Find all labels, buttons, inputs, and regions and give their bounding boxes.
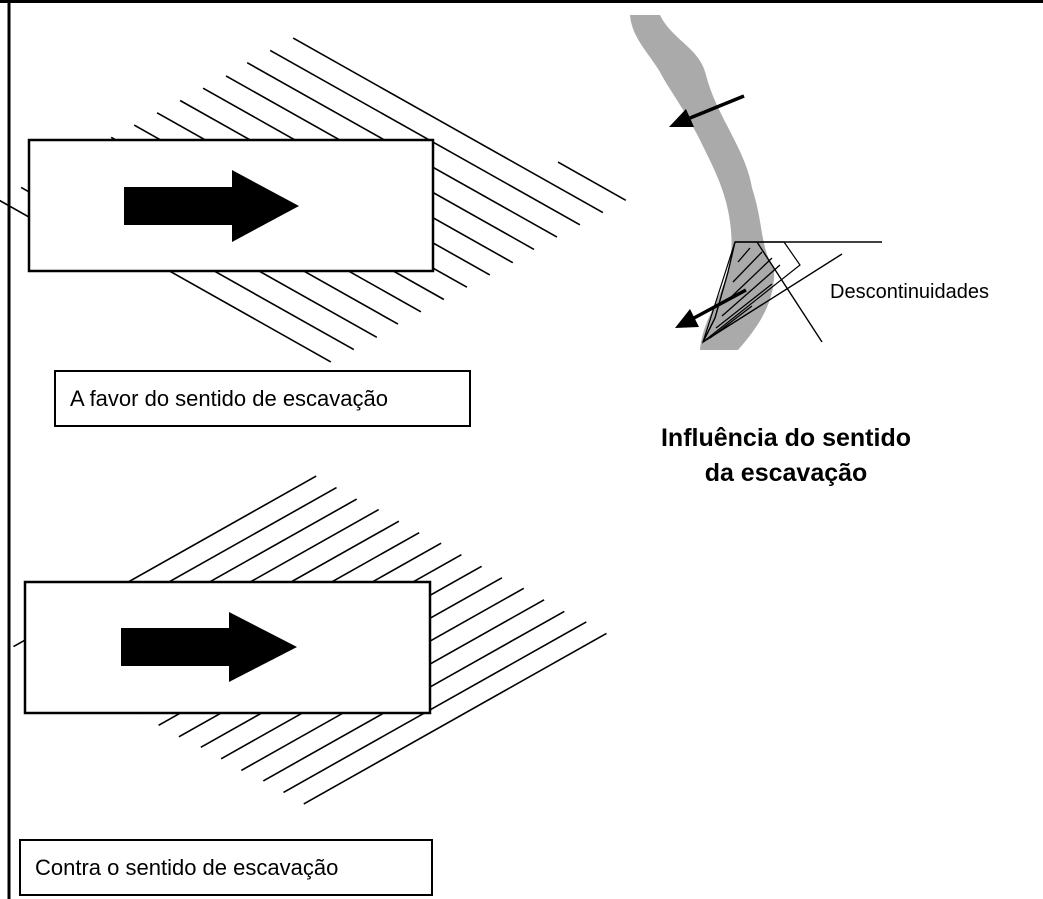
discontinuity-trace (292, 37, 604, 214)
wedge-hatch-line (709, 305, 753, 339)
arrow-down-left-icon (675, 288, 747, 328)
discontinuity-trace (283, 621, 587, 794)
title-line-1: Influência do sentido (660, 424, 911, 452)
figure-title: Influência do sentido da escavação (606, 421, 966, 491)
caption-unfavorable-text: Contra o sentido de escavação (35, 854, 339, 880)
face-section-sketch (630, 15, 882, 350)
sliding-wedge (709, 247, 781, 339)
arrow-right-icon (121, 612, 297, 682)
arrow-down-left-icon (669, 94, 745, 127)
discontinuity-line-inclined (702, 253, 843, 343)
caption-favorable: A favor do sentido de escavação (54, 370, 471, 427)
discontinuity-trace (557, 161, 627, 201)
wedge-hatch-line (721, 264, 781, 317)
arrow-right-icon (124, 170, 299, 242)
wedge-hatch-line (732, 251, 763, 283)
wedge-hatch-line (737, 247, 751, 263)
discontinuity-trace (303, 632, 607, 805)
wedge-hatch-line (727, 257, 773, 301)
title-line-2: da escavação (704, 459, 868, 487)
caption-favorable-text: A favor do sentido de escavação (70, 385, 388, 411)
discontinuity-line-steep (756, 241, 823, 343)
face-profile (702, 241, 736, 343)
discontinuities-label: Descontinuidades (830, 281, 989, 303)
caption-unfavorable: Contra o sentido de escavação (19, 839, 433, 896)
rock-band (630, 15, 775, 350)
discontinuity-trace (269, 49, 581, 226)
wedge-hatch-line (715, 283, 773, 329)
